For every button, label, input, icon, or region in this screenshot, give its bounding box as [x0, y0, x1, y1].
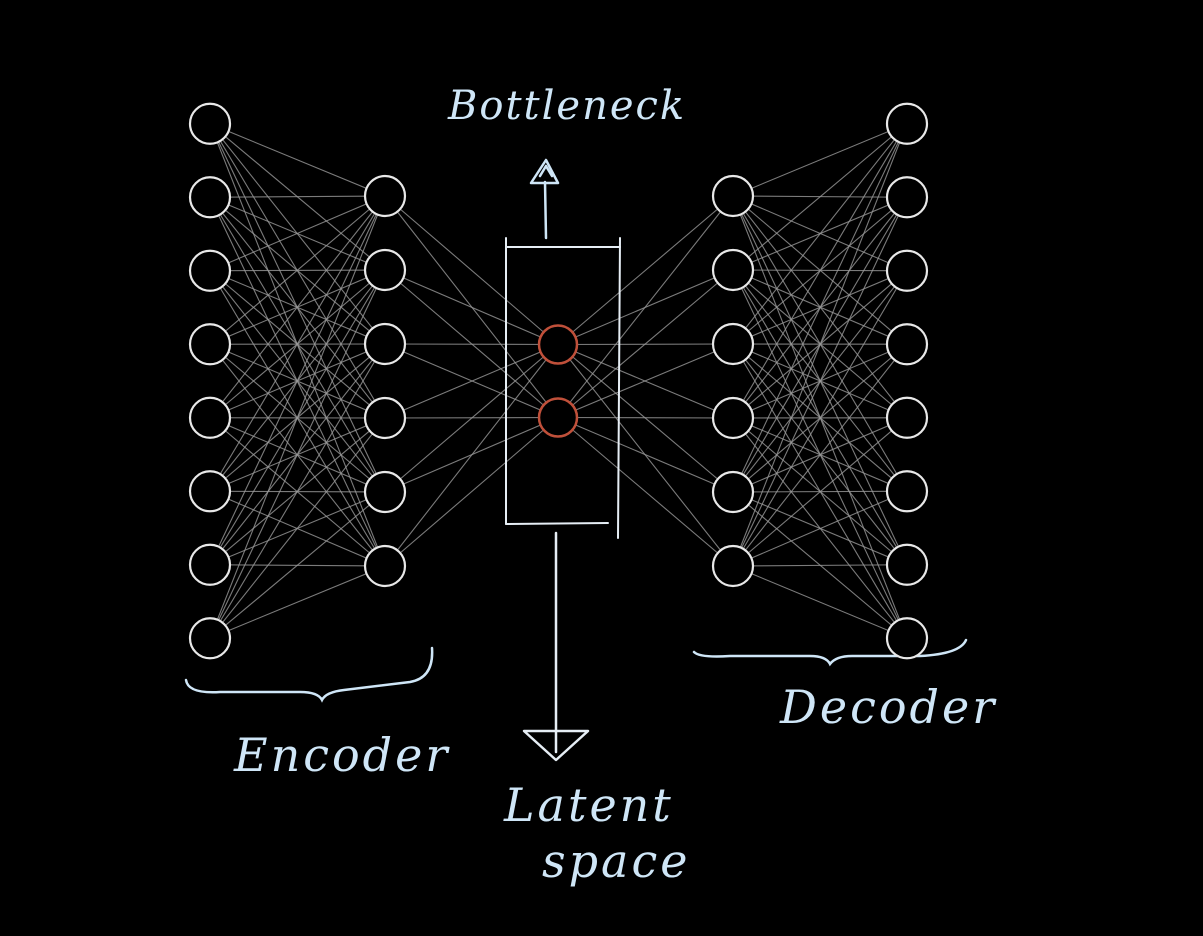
connection-encoder-input-1-to-encoder-hidden-0	[209, 195, 386, 198]
connection-decoder-hidden-5-to-decoder-output-1	[732, 197, 908, 567]
decoder-output-neuron-7	[885, 617, 929, 660]
encoder-hidden-neuron-5	[363, 544, 407, 588]
connection-encoder-input-4-to-encoder-hidden-0	[209, 195, 386, 419]
encoder-hidden-neuron-1	[363, 248, 407, 292]
connection-latent-1-to-decoder-hidden-1	[557, 269, 734, 418]
connection-decoder-hidden-5-to-decoder-output-2	[732, 270, 908, 567]
decoder-output-neuron-6	[885, 543, 929, 586]
connection-latent-1-to-decoder-hidden-2	[557, 343, 734, 419]
connection-encoder-input-0-to-encoder-hidden-0	[209, 123, 386, 197]
connection-latent-1-to-decoder-hidden-0	[557, 195, 734, 418]
connection-decoder-hidden-2-to-decoder-output-0	[732, 123, 908, 345]
connection-decoder-hidden-5-to-decoder-output-3	[732, 343, 908, 567]
connection-encoder-input-2-to-encoder-hidden-0	[209, 195, 386, 272]
connection-decoder-hidden-5-to-decoder-output-7	[732, 565, 908, 639]
latent-space-arrow	[522, 531, 590, 762]
decoder-label: Decoder	[780, 680, 998, 734]
connection-encoder-input-7-to-encoder-hidden-4	[209, 491, 386, 639]
neurons	[188, 102, 929, 660]
encoder-hidden-neuron-4	[363, 470, 407, 514]
bottleneck-box	[505, 237, 621, 539]
connection-encoder-input-5-to-encoder-hidden-0	[209, 195, 386, 492]
connection-encoder-input-7-to-encoder-hidden-2	[209, 343, 386, 639]
connection-encoder-input-7-to-encoder-hidden-3	[209, 417, 386, 639]
decoder-output-neuron-3	[885, 323, 929, 366]
encoder-input-neuron-1	[188, 176, 232, 219]
encoder-hidden-neuron-3	[363, 396, 407, 440]
connection-encoder-hidden-3-to-latent-0	[384, 343, 559, 419]
encoder-brace	[184, 646, 434, 703]
encoder-label: Encoder	[234, 728, 451, 782]
bottleneck-label: Bottleneck	[448, 83, 687, 129]
decoder-hidden-neuron-4	[711, 470, 755, 514]
connection-encoder-hidden-5-to-latent-0	[384, 344, 559, 567]
connection-decoder-hidden-4-to-decoder-output-0	[732, 123, 908, 493]
connection-decoder-hidden-3-to-decoder-output-0	[732, 123, 908, 419]
encoder-input-neuron-5	[188, 470, 232, 513]
connection-latent-0-to-decoder-hidden-0	[557, 195, 734, 345]
encoder-input-neuron-6	[188, 543, 232, 586]
encoder-input-neuron-0	[188, 102, 232, 145]
encoder-input-neuron-2	[188, 249, 232, 292]
connection-encoder-hidden-2-to-latent-0	[384, 343, 559, 346]
connection-encoder-hidden-0-to-latent-0	[384, 195, 559, 345]
decoder-output-neuron-5	[885, 470, 929, 513]
connection-decoder-hidden-5-to-decoder-output-4	[732, 417, 908, 567]
connection-encoder-hidden-5-to-latent-1	[384, 417, 559, 567]
connection-decoder-hidden-1-to-decoder-output-0	[732, 123, 908, 271]
latent-neuron-0	[537, 324, 579, 365]
encoder-input-neuron-3	[188, 323, 232, 366]
connection-encoder-hidden-4-to-latent-0	[384, 344, 559, 493]
decoder-hidden-neuron-1	[711, 248, 755, 292]
connection-latent-1-to-decoder-hidden-4	[557, 416, 734, 493]
decoder-hidden-neuron-2	[711, 322, 755, 366]
latent-space-label-line2: space	[542, 834, 691, 888]
connection-encoder-input-7-to-encoder-hidden-0	[209, 195, 386, 639]
decoder-output-neuron-2	[885, 249, 929, 292]
latent-space-label-line1: Latent	[504, 778, 674, 832]
decoder-hidden-neuron-3	[711, 396, 755, 440]
connection-latent-1-to-decoder-hidden-5	[557, 417, 734, 567]
decoder-hidden-neuron-5	[711, 544, 755, 588]
connection-decoder-hidden-5-to-decoder-output-6	[732, 564, 908, 567]
encoder-hidden-neuron-0	[363, 174, 407, 218]
bottleneck-arrow	[529, 158, 560, 240]
encoder-input-neuron-4	[188, 396, 232, 439]
connection-encoder-input-3-to-encoder-hidden-0	[209, 195, 386, 345]
connections	[209, 123, 908, 639]
connection-encoder-input-7-to-encoder-hidden-5	[209, 565, 386, 639]
connection-encoder-hidden-1-to-latent-0	[384, 269, 559, 346]
decoder-output-neuron-4	[885, 396, 929, 439]
connection-decoder-hidden-5-to-decoder-output-5	[732, 490, 908, 567]
decoder-hidden-neuron-0	[711, 174, 755, 218]
connection-decoder-hidden-0-to-decoder-output-0	[732, 123, 908, 197]
latent-neuron-1	[537, 397, 579, 438]
encoder-hidden-neuron-2	[363, 322, 407, 366]
connection-encoder-input-6-to-encoder-hidden-0	[209, 195, 386, 565]
decoder-output-neuron-1	[885, 176, 929, 219]
decoder-brace	[692, 638, 968, 667]
decoder-output-neuron-0	[885, 102, 929, 145]
encoder-input-neuron-7	[188, 617, 232, 660]
connection-latent-1-to-decoder-hidden-3	[557, 416, 734, 419]
connection-decoder-hidden-5-to-decoder-output-0	[732, 123, 908, 567]
connection-encoder-input-7-to-encoder-hidden-1	[209, 269, 386, 639]
